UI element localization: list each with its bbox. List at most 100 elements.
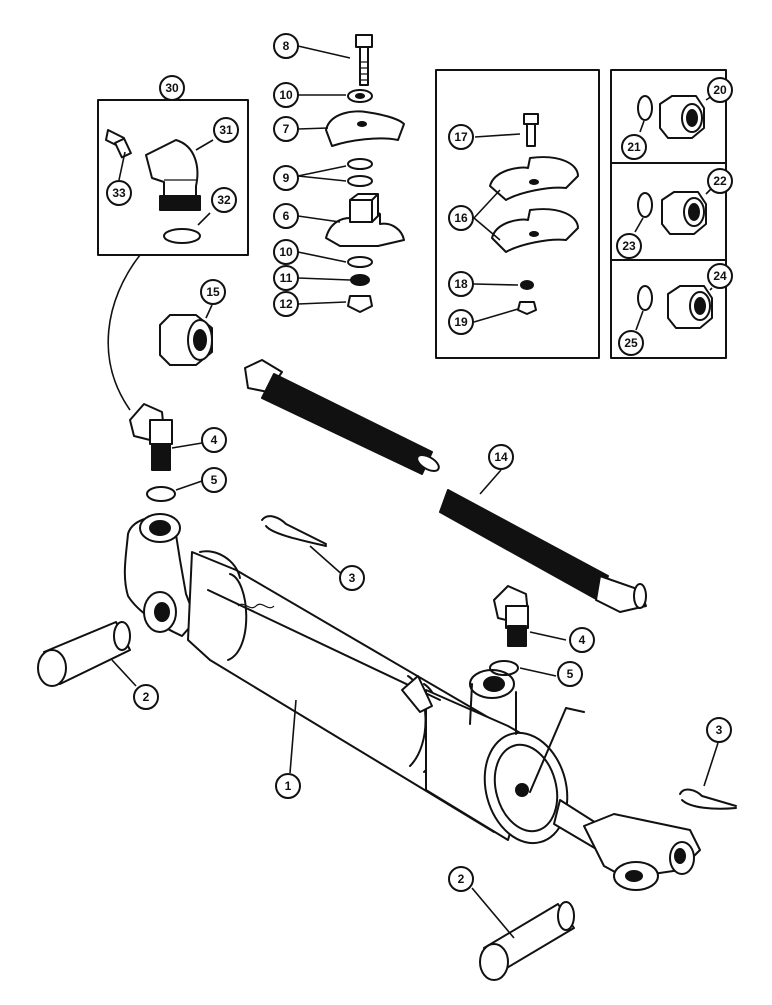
callout-6: 6 [273, 203, 299, 229]
callout-8: 8 [273, 33, 299, 59]
callout-number: 30 [165, 81, 179, 95]
callout-circle [201, 427, 227, 453]
callout-5: 5 [201, 467, 227, 493]
callout-circle [273, 291, 299, 317]
part-9-washer-a [347, 158, 373, 170]
callout-circle [273, 265, 299, 291]
part-2-pin-bottom [471, 887, 575, 981]
callout-circle [213, 117, 239, 143]
part-16-clamp-upper [489, 156, 579, 201]
callout-circle [707, 263, 733, 289]
inset-30-elbow-detail [97, 99, 249, 411]
part-2-pin-left [37, 621, 137, 687]
callout-16: 16 [448, 205, 474, 231]
part-23-o-ring [637, 192, 653, 218]
callout-circle [211, 187, 237, 213]
part-3-hairpin-upper [261, 515, 346, 578]
callout-circle [275, 773, 301, 799]
callout-number: 14 [494, 450, 508, 464]
part-15-adapter [159, 304, 213, 366]
part-24-adapter [667, 285, 713, 329]
callout-number: 20 [713, 83, 727, 97]
callout-circle [273, 203, 299, 229]
callout-circle [448, 271, 474, 297]
callout-circle [106, 180, 132, 206]
callout-number: 2 [143, 690, 150, 704]
callout-number: 31 [219, 123, 233, 137]
part-8-bolt [355, 34, 373, 86]
part-32-o-ring [163, 228, 201, 244]
callout-number: 16 [454, 211, 468, 225]
callout-circle [448, 124, 474, 150]
callout-number: 15 [206, 285, 220, 299]
callout-number: 3 [716, 723, 723, 737]
part-12-nut [347, 295, 373, 313]
callout-30: 30 [159, 75, 185, 101]
callout-number: 32 [217, 193, 231, 207]
callout-20: 20 [707, 77, 733, 103]
callout-number: 19 [454, 315, 468, 329]
callout-circle [618, 330, 644, 356]
callout-17: 17 [448, 124, 474, 150]
callout-circle [707, 77, 733, 103]
part-1-hydraulic-cylinder [123, 513, 701, 891]
part-31-elbow [145, 139, 201, 211]
callout-number: 6 [283, 209, 290, 223]
callout-4: 4 [201, 427, 227, 453]
callout-number: 25 [624, 336, 638, 350]
elbow-fitting-left [129, 403, 203, 502]
callout-21: 21 [621, 134, 647, 160]
callout-circle [159, 75, 185, 101]
part-16-clamp-lower [491, 208, 579, 253]
callout-number: 4 [211, 433, 218, 447]
callout-number: 18 [454, 277, 468, 291]
callout-22: 22 [707, 168, 733, 194]
callout-25: 25 [618, 330, 644, 356]
callout-7: 7 [273, 116, 299, 142]
part-10-washer-lower [347, 256, 373, 268]
callout-14: 14 [488, 444, 514, 470]
callout-number: 5 [211, 473, 218, 487]
callout-circle [448, 205, 474, 231]
callout-circle [273, 239, 299, 265]
callout-circle [273, 33, 299, 59]
part-25-o-ring [637, 285, 653, 311]
callout-3: 3 [339, 565, 365, 591]
callout-number: 21 [627, 140, 641, 154]
callout-number: 10 [279, 245, 293, 259]
callout-number: 11 [280, 271, 293, 285]
callout-number: 10 [279, 88, 293, 102]
callout-number: 12 [279, 297, 293, 311]
callout-32: 32 [211, 187, 237, 213]
callout-1: 1 [275, 773, 301, 799]
callout-18: 18 [448, 271, 474, 297]
callout-number: 1 [285, 779, 292, 793]
callout-number: 24 [713, 269, 727, 283]
callout-9: 9 [273, 165, 299, 191]
part-5-o-ring-left [146, 486, 176, 502]
callout-circle [706, 717, 732, 743]
inset-clamp-detail [435, 69, 600, 359]
callout-number: 5 [567, 667, 574, 681]
part-9-washer-b [347, 175, 373, 187]
callout-circle [707, 168, 733, 194]
callout-2: 2 [448, 866, 474, 892]
part-14-tube [244, 359, 647, 613]
callout-circle [133, 684, 159, 710]
callout-3: 3 [706, 717, 732, 743]
callout-23: 23 [616, 233, 642, 259]
part-11-lock-washer [350, 274, 370, 286]
callout-number: 9 [283, 171, 290, 185]
callout-circle [273, 165, 299, 191]
inset-adapters [610, 69, 727, 359]
elbow-fitting-right [489, 585, 567, 677]
callout-4: 4 [569, 627, 595, 653]
callout-19: 19 [448, 309, 474, 335]
callout-circle [200, 279, 226, 305]
callout-12: 12 [273, 291, 299, 317]
callout-number: 7 [283, 122, 290, 136]
part-6-saddle [325, 193, 405, 247]
callout-number: 4 [579, 633, 586, 647]
callout-11: 11 [273, 265, 299, 291]
